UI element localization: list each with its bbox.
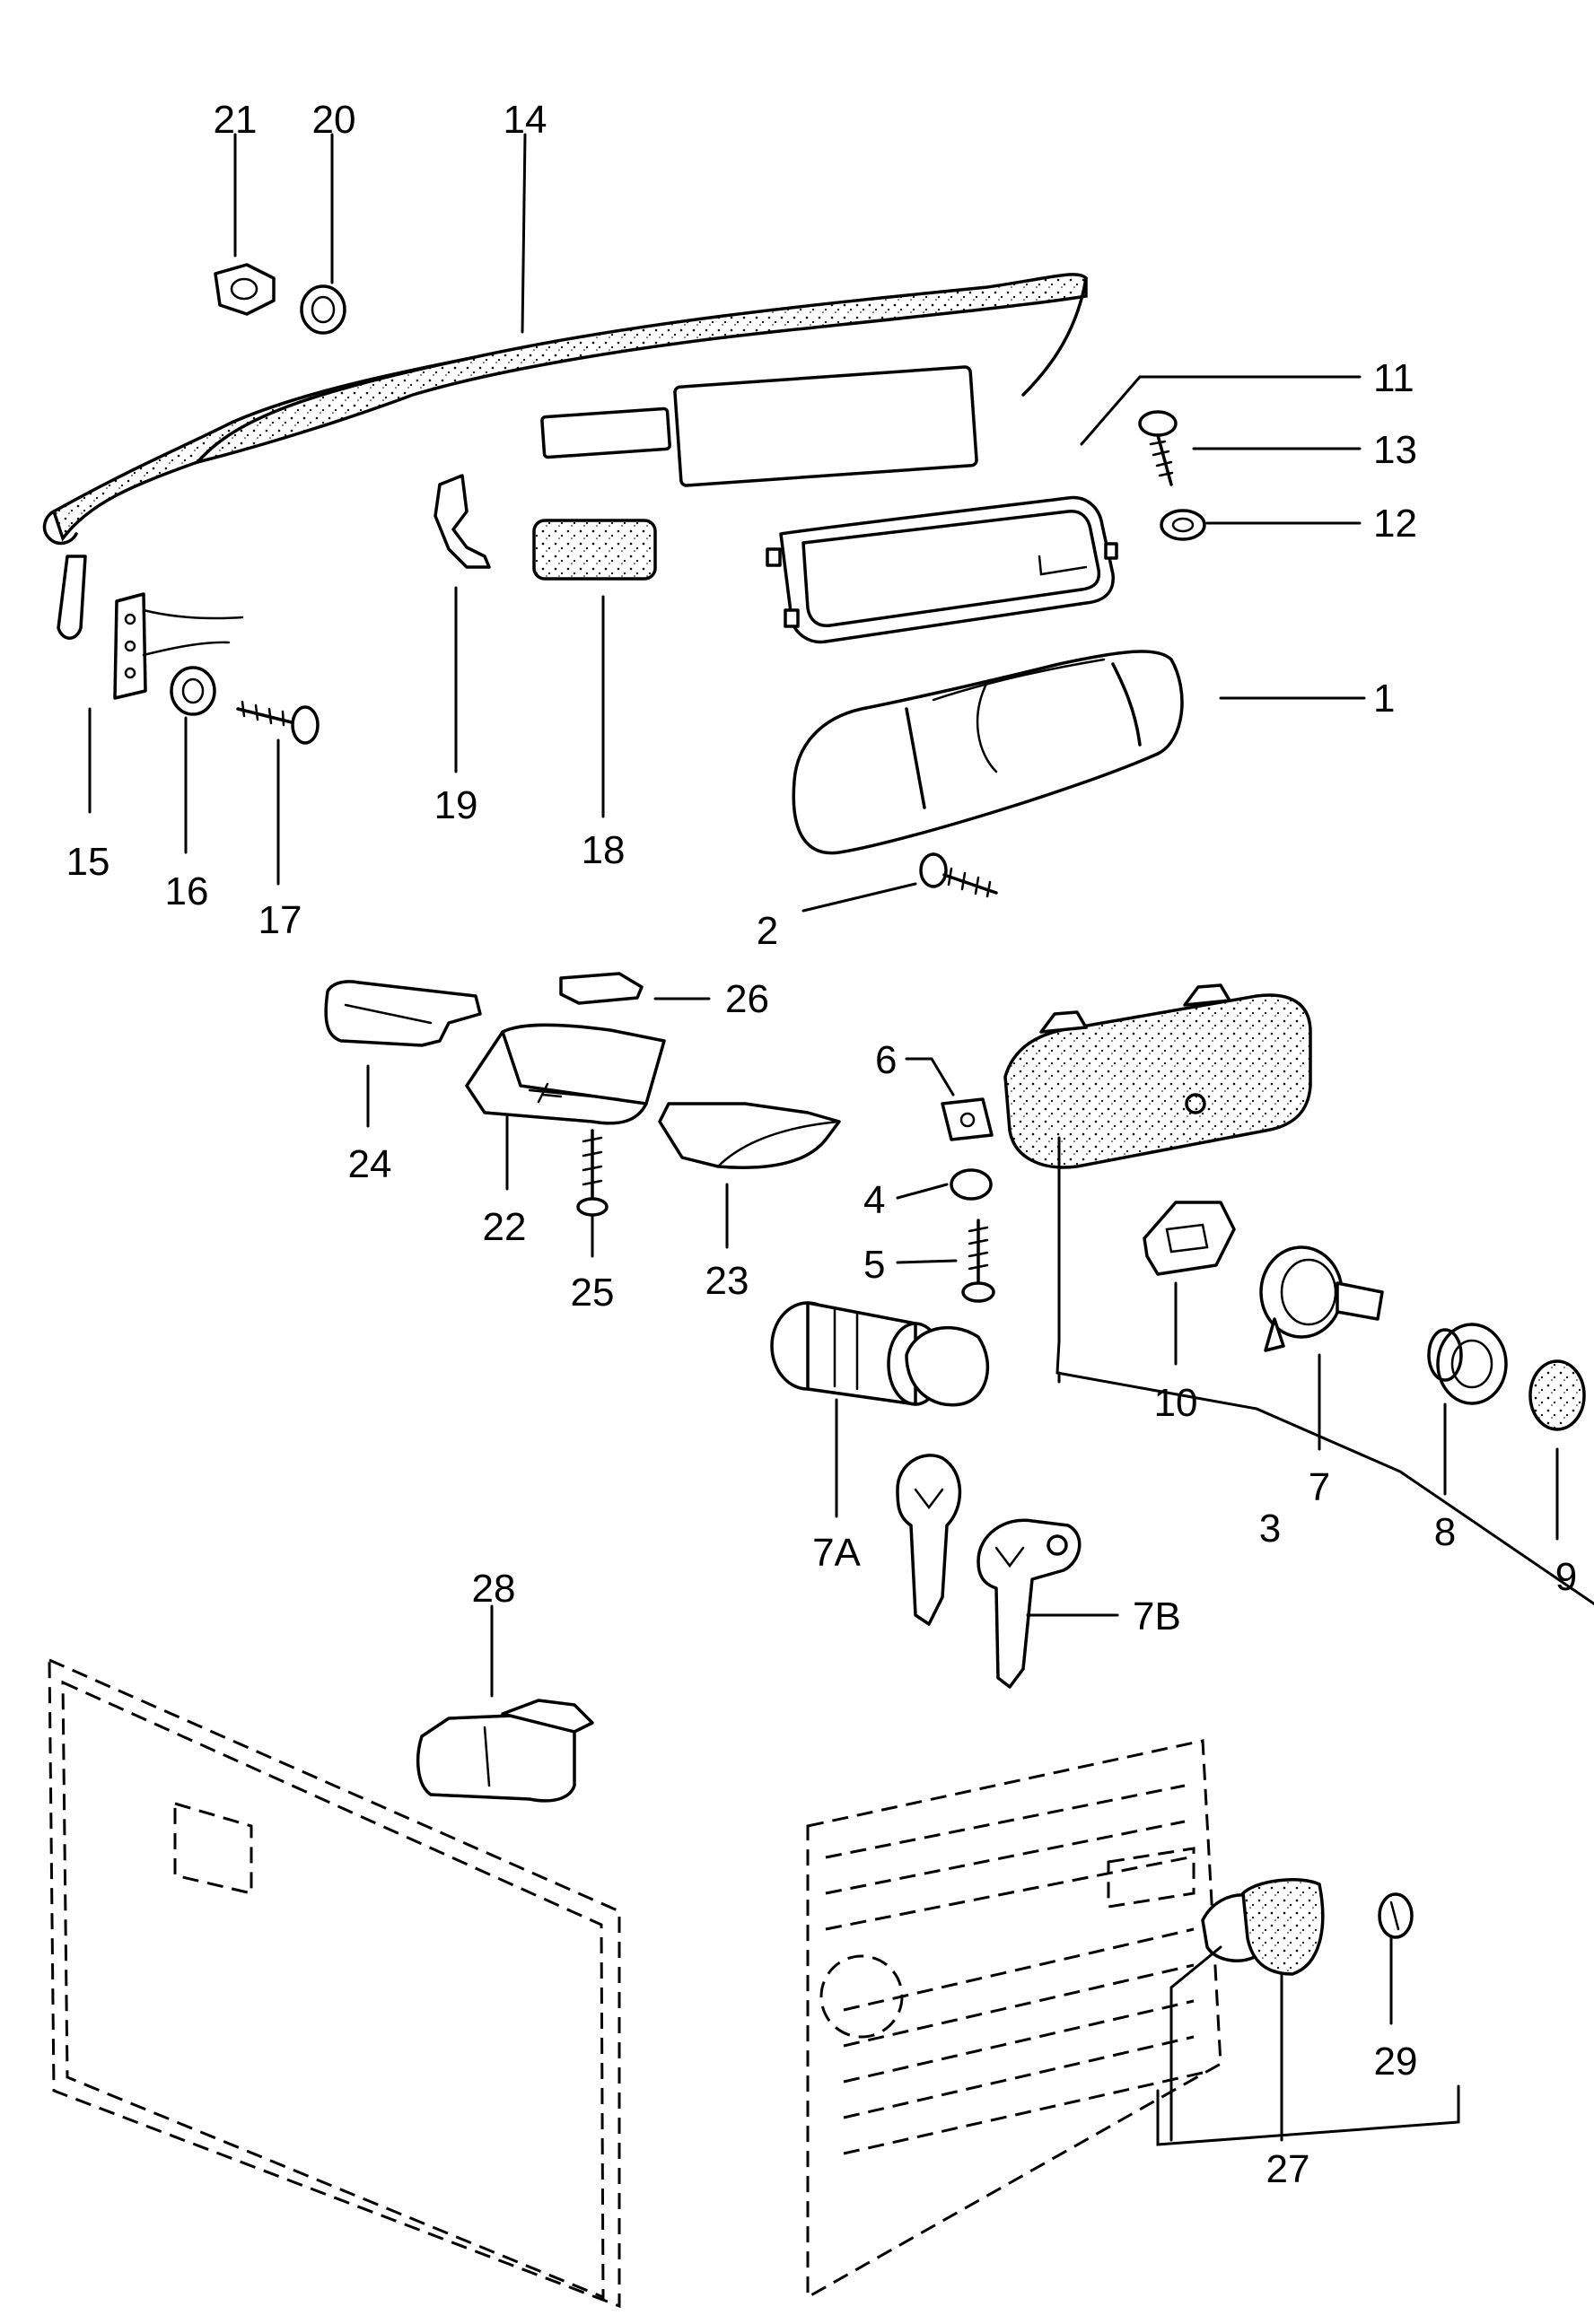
callout-3: 3 — [1259, 1507, 1281, 1551]
callout-27: 27 — [1266, 2147, 1310, 2191]
screw-17 — [236, 700, 320, 745]
cover-24 — [324, 980, 482, 1047]
switch-28 — [416, 1699, 594, 1803]
callout-19: 19 — [434, 783, 478, 827]
callout-17: 17 — [258, 898, 302, 942]
switch-23 — [658, 1102, 841, 1169]
washer-20 — [300, 284, 346, 335]
switch-housing-22 — [465, 1023, 666, 1125]
callout-21: 21 — [214, 98, 258, 142]
clip-6 — [941, 1097, 994, 1141]
callout-4: 4 — [863, 1178, 885, 1222]
washer-4 — [950, 1168, 993, 1201]
callout-16: 16 — [165, 869, 209, 913]
cap-29 — [1378, 1892, 1414, 1939]
bracket-10 — [1143, 1201, 1236, 1276]
lock-cylinder-7a — [770, 1301, 990, 1407]
screw-13 — [1138, 410, 1178, 486]
callout-22: 22 — [483, 1205, 527, 1249]
lock-ring-8 — [1427, 1323, 1508, 1405]
glovebox-tray-1 — [792, 650, 1184, 855]
badge-18 — [532, 519, 657, 581]
lock-cylinder-7 — [1259, 1245, 1384, 1352]
clip-26 — [559, 972, 644, 1005]
callout-13: 13 — [1373, 428, 1417, 472]
callout-7b: 7B — [1133, 1594, 1181, 1638]
dashboard-pad — [42, 273, 1088, 546]
callout-2: 2 — [757, 909, 778, 953]
callout-6: 6 — [875, 1038, 897, 1082]
callout-5: 5 — [863, 1243, 885, 1287]
door-panel-right — [806, 1739, 1222, 2300]
cap-9 — [1528, 1359, 1586, 1431]
callout-20: 20 — [312, 98, 356, 142]
glovebox-opening-outline — [540, 365, 978, 487]
door-panel-left — [48, 1657, 621, 2309]
washer-16 — [170, 666, 216, 716]
callout-7: 7 — [1309, 1465, 1330, 1509]
callout-23: 23 — [705, 1259, 749, 1303]
callout-9: 9 — [1555, 1555, 1577, 1599]
leader-lines — [88, 133, 1594, 2146]
key-7a — [896, 1454, 962, 1626]
clip-19 — [434, 474, 491, 569]
screw-2 — [919, 852, 998, 898]
callout-25: 25 — [571, 1271, 615, 1315]
glovebox-lid — [1003, 983, 1312, 1169]
callout-15: 15 — [66, 840, 110, 884]
callout-10: 10 — [1154, 1381, 1198, 1425]
callout-29: 29 — [1374, 2040, 1418, 2084]
nut-21 — [214, 263, 276, 316]
callout-11: 11 — [1373, 356, 1414, 400]
callout-7a: 7A — [812, 1531, 861, 1575]
callout-8: 8 — [1434, 1510, 1456, 1554]
washer-12 — [1160, 509, 1206, 541]
door-handle-27 — [1201, 1878, 1325, 1976]
screw-5 — [961, 1219, 995, 1303]
screw-25 — [576, 1129, 609, 1217]
callout-24: 24 — [348, 1142, 392, 1186]
callout-1: 1 — [1373, 677, 1395, 721]
callout-28: 28 — [472, 1567, 516, 1611]
callout-labels: 21 20 14 11 13 12 1 2 15 16 17 19 18 26 … — [66, 98, 1578, 2191]
key-7b — [977, 1518, 1082, 1689]
callout-18: 18 — [582, 828, 626, 872]
callout-12: 12 — [1373, 502, 1417, 546]
callout-14: 14 — [504, 98, 547, 142]
glovebox-frame-11 — [766, 495, 1118, 644]
callout-26: 26 — [725, 977, 769, 1021]
side-bracket-15 — [57, 555, 244, 700]
